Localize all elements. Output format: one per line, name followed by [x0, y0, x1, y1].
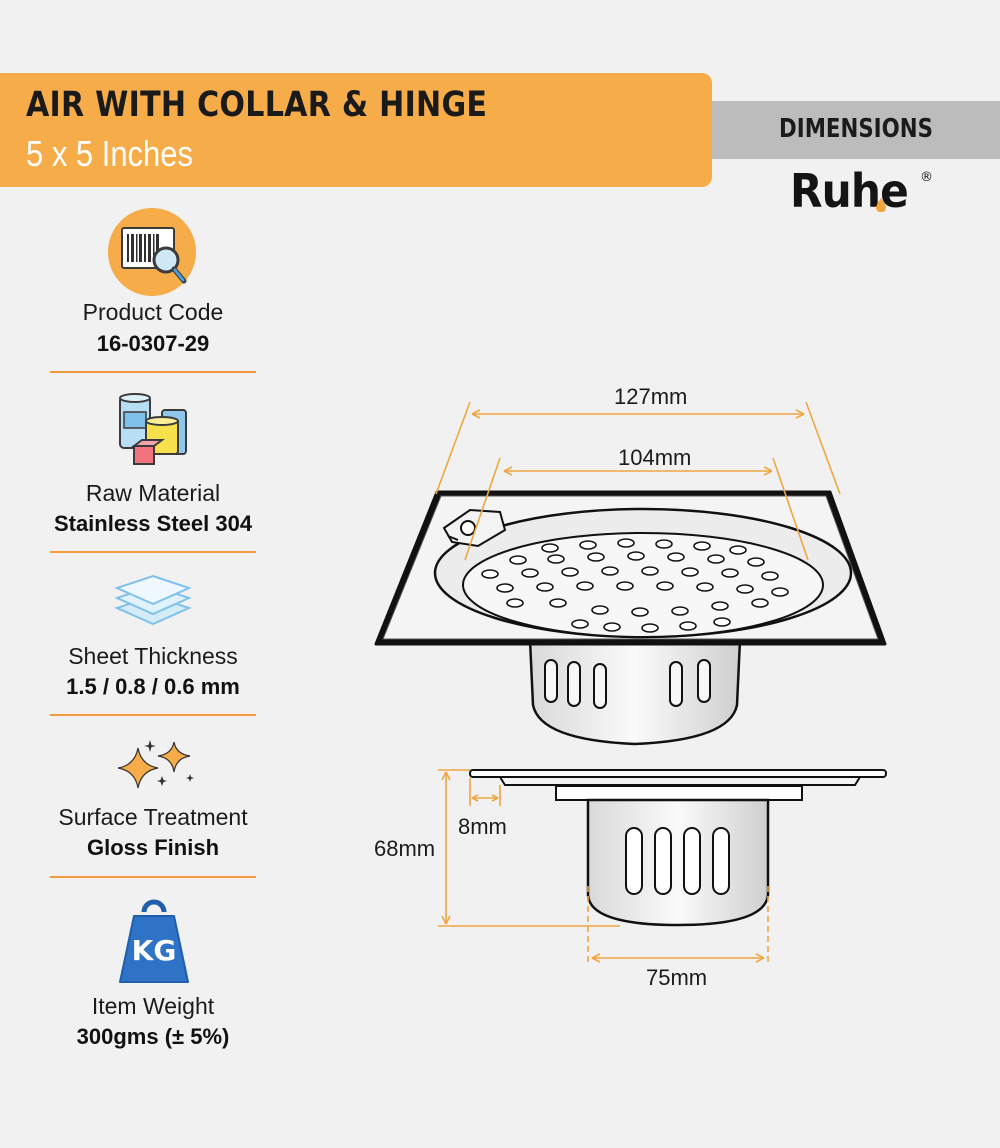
item-weight-label: Item Weight	[91, 993, 215, 1019]
stacked-sheets-icon	[114, 574, 192, 626]
material-cans-icon	[119, 393, 187, 465]
raw-material-label: Raw Material	[85, 480, 221, 506]
sparkles-icon	[117, 740, 194, 789]
brand-logo: Ruhe	[790, 164, 909, 218]
divider	[50, 876, 256, 878]
raw-material-value: Stainless Steel 304	[53, 511, 253, 536]
header-banner: AIR WITH COLLAR & HINGE 5 x 5 Inches	[0, 73, 712, 187]
grate	[462, 532, 824, 638]
divider	[50, 551, 256, 553]
product-title: AIR WITH COLLAR & HINGE	[26, 85, 488, 125]
product-size: 5 x 5 Inches	[26, 133, 193, 174]
divider	[50, 714, 256, 716]
height-label: 68mm	[374, 836, 436, 861]
pipe-diameter-label: 75mm	[646, 965, 708, 990]
collar-label: 8mm	[458, 814, 507, 839]
water-drop-icon	[876, 198, 886, 212]
sheet-thickness-label: Sheet Thickness	[68, 643, 238, 669]
kg-weight-icon: KG	[119, 899, 189, 983]
product-code-value: 16-0307-29	[96, 331, 210, 356]
kg-text: KG	[132, 934, 177, 967]
product-code-label: Product Code	[82, 299, 224, 325]
dimension-lines-side	[438, 769, 769, 966]
registered-mark: ®	[920, 170, 933, 185]
sheet-thickness-value: 1.5 / 0.8 / 0.6 mm	[66, 674, 240, 699]
hinge	[442, 508, 507, 548]
trap-body-perspective	[528, 638, 742, 746]
surface-treatment-value: Gloss Finish	[86, 835, 220, 860]
grate-holes	[481, 538, 789, 633]
grate-diameter-label: 104mm	[618, 445, 692, 470]
dimensions-label: DIMENSIONS	[779, 114, 933, 144]
side-view	[469, 769, 887, 927]
surface-treatment-label: Surface Treatment	[58, 804, 248, 830]
item-weight-value: 300gms (± 5%)	[76, 1024, 230, 1049]
outer-width-label: 127mm	[614, 384, 688, 409]
dimension-lines-top	[435, 401, 841, 561]
divider	[50, 371, 256, 373]
dimensions-badge: DIMENSIONS	[712, 101, 1000, 159]
barcode-search-icon	[108, 208, 196, 296]
